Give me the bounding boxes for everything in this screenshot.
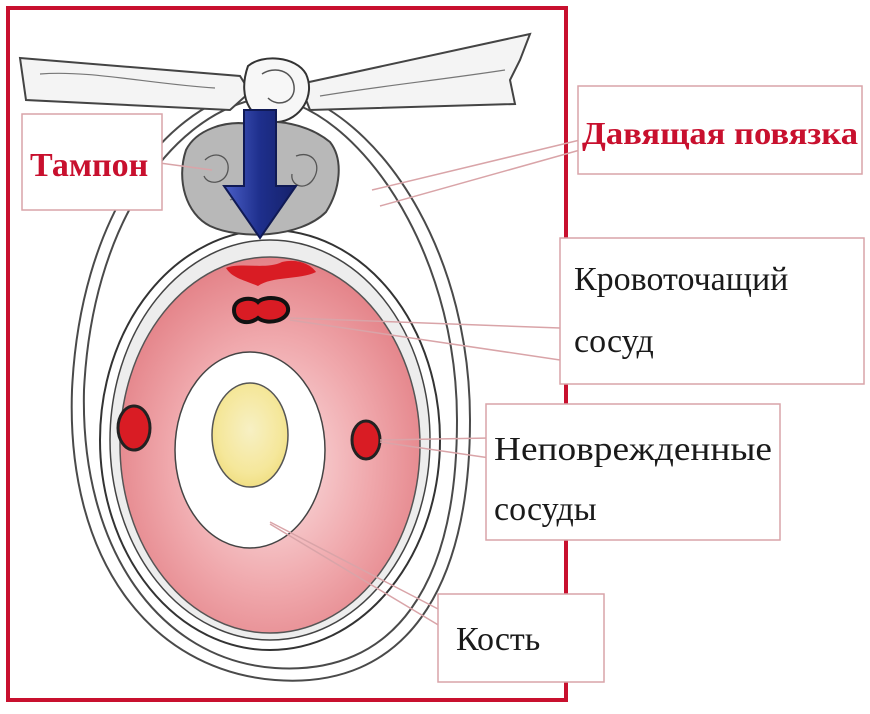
label-bleeding-vessel-line1: Кровоточащий: [574, 261, 788, 298]
intact-vessel-left: [118, 406, 150, 450]
label-bone-text: Кость: [456, 621, 540, 658]
label-bleeding-vessel-line2: сосуд: [574, 323, 654, 360]
bandage-knot: [20, 34, 530, 122]
label-intact-vessels: Неповрежденные сосуды: [486, 404, 780, 540]
intact-vessel-right: [352, 421, 380, 459]
label-bleeding-vessel-box: [560, 238, 864, 384]
label-intact-vessels-line1: Неповрежденные: [494, 431, 772, 468]
label-pressure-bandage-text: Давящая повязка: [582, 115, 858, 151]
leader-pressure-bandage-1: [372, 140, 580, 190]
label-tampon-text: Тампон: [30, 147, 148, 184]
leader-pressure-bandage-2: [380, 150, 580, 206]
label-tampon: Тампон: [22, 114, 162, 210]
label-intact-vessels-line2: сосуды: [494, 491, 597, 528]
label-bone: Кость: [438, 594, 604, 682]
label-pressure-bandage: Давящая повязка: [578, 86, 862, 174]
bone: [212, 383, 288, 487]
label-bleeding-vessel: Кровоточащий сосуд: [560, 238, 864, 384]
